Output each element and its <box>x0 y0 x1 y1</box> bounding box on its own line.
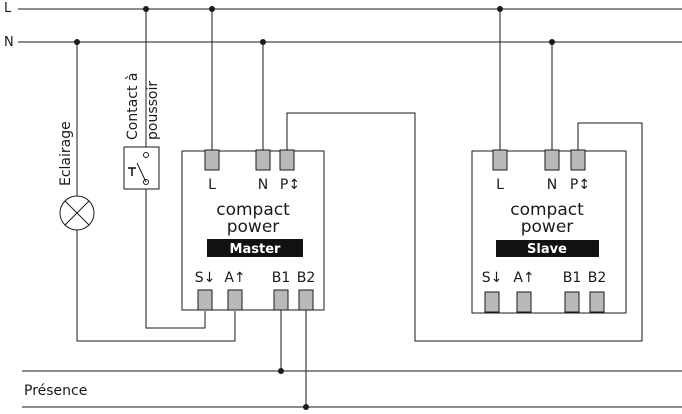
slave-term-label-a: A↑ <box>513 270 534 286</box>
junction-slave-l <box>497 6 503 12</box>
master-terminal-a <box>227 289 243 311</box>
junction-b1-presence <box>278 368 284 374</box>
slave-term-label-s: S↓ <box>482 270 503 286</box>
master-badge <box>207 239 303 257</box>
junction-b2-presence <box>303 404 309 410</box>
lamp-label: Eclairage <box>58 121 74 186</box>
slave-title-line2: power <box>521 217 574 237</box>
master-term-label-b2: B2 <box>297 270 316 286</box>
junction-master-l <box>209 6 215 12</box>
master-term-label-l: L <box>208 177 216 193</box>
junction-lamp-n <box>74 39 80 45</box>
slave-badge-text: Slave <box>527 242 567 257</box>
rail-label-n: N <box>4 35 14 50</box>
push-contact-bottom <box>143 179 149 185</box>
master-terminal-s <box>197 289 213 311</box>
master-terminal-l <box>204 149 220 171</box>
slave-terminal-a <box>516 291 532 313</box>
slave-term-label-l: L <box>496 177 504 193</box>
slave-terminal-b2 <box>589 291 605 313</box>
slave-term-label-n: N <box>547 177 557 193</box>
master-terminal-p <box>279 149 295 171</box>
slave-term-label-b1: B1 <box>563 270 582 286</box>
rail-label-presence: Présence <box>24 383 87 399</box>
master-title-line2: power <box>227 217 280 237</box>
junction-push-l <box>143 6 149 12</box>
slave-term-label-b2: B2 <box>588 270 607 286</box>
slave-badge <box>496 240 599 257</box>
master-term-label-p: P↕ <box>280 177 300 193</box>
master-badge-text: Master <box>230 242 281 257</box>
pushbutton-symbol <box>123 146 160 190</box>
master-terminal-b2 <box>298 289 314 311</box>
master-term-label-n: N <box>258 177 268 193</box>
wire-lamp-a <box>76 230 236 342</box>
master-terminal-n <box>255 149 271 171</box>
rail-label-l: L <box>4 1 12 16</box>
junction-master-n <box>260 39 266 45</box>
push-contact-top <box>143 152 149 158</box>
lamp-cross-b <box>64 200 90 226</box>
pushbutton-label-2: poussoir <box>145 81 161 140</box>
slave-terminal-p <box>570 149 586 171</box>
wire-push-s <box>145 189 206 329</box>
master-term-label-b1: B1 <box>272 270 291 286</box>
slave-title-line1: compact <box>510 200 584 220</box>
master-term-label-a: A↑ <box>224 270 245 286</box>
master-term-label-s: S↓ <box>195 270 216 286</box>
master-module <box>181 150 325 311</box>
pushbutton-label-1: Contact à <box>125 73 141 141</box>
master-title-line1: compact <box>216 200 290 220</box>
wire-master-p <box>286 112 643 342</box>
slave-terminal-l <box>492 149 508 171</box>
push-contact-arm <box>136 162 147 183</box>
junction-slave-n <box>549 39 555 45</box>
slave-terminal-n <box>544 149 560 171</box>
slave-terminal-s <box>484 291 500 313</box>
master-terminal-b1 <box>273 289 289 311</box>
slave-terminal-b1 <box>564 291 580 313</box>
slave-term-label-p: P↕ <box>570 177 590 193</box>
